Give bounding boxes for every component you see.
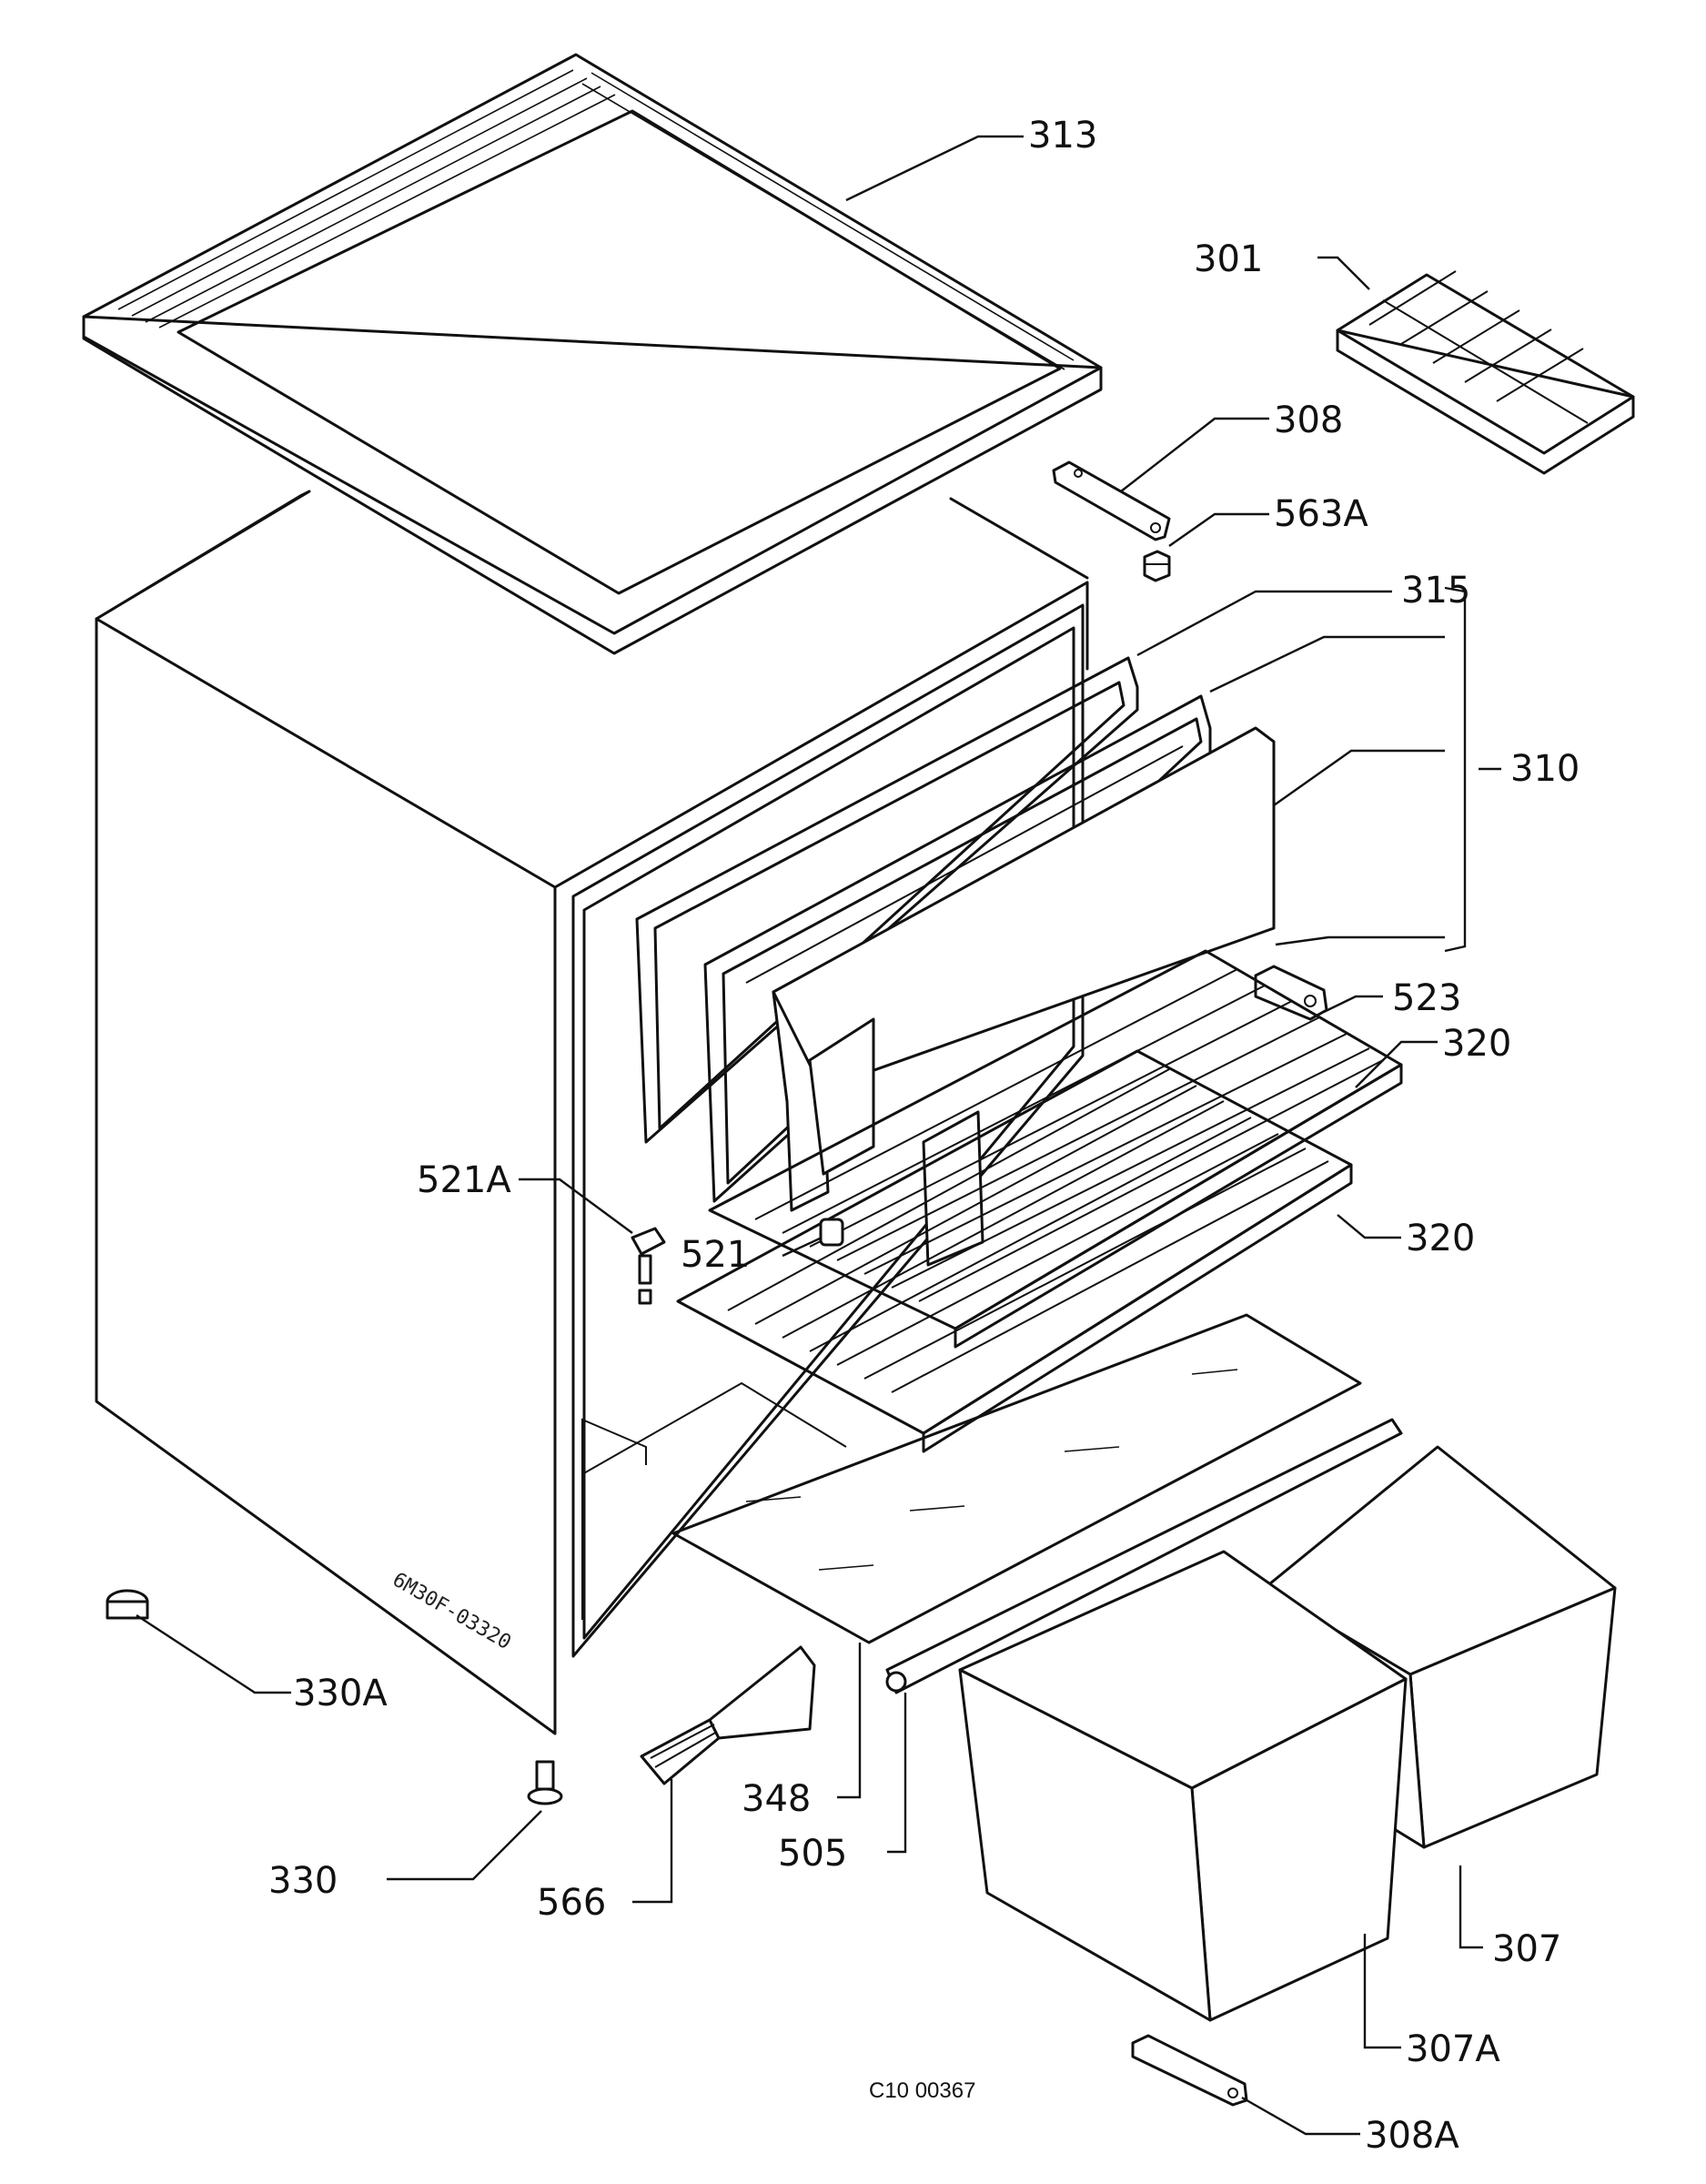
callout-523: 523	[1392, 977, 1461, 1019]
callout-labels: 313 301 308 563A 315 310 523 320 320 521…	[268, 115, 1580, 2157]
callout-308: 308	[1274, 399, 1343, 441]
bolt-563A	[1143, 550, 1171, 582]
cabinet-body: 6M30F-03320	[95, 490, 1089, 1735]
callout-307: 307	[1492, 1928, 1561, 1970]
callout-566: 566	[537, 1882, 606, 1924]
foot-330A	[106, 1589, 149, 1620]
clip-521	[819, 1218, 844, 1247]
crisper-drawer-307A	[958, 1550, 1408, 2022]
callout-563A: 563A	[1274, 493, 1368, 535]
callout-307A: 307A	[1406, 2028, 1500, 2070]
hinge-308	[1052, 460, 1171, 541]
callout-348: 348	[742, 1778, 811, 1820]
clip-521A	[631, 1227, 666, 1305]
callout-308A: 308A	[1365, 2115, 1459, 2157]
shelf-trim-505	[885, 1418, 1403, 1694]
hinge-308A	[1131, 2034, 1248, 2107]
svg-text:6M30F-03320: 6M30F-03320	[389, 1569, 515, 1655]
glass-shelf-348	[671, 1313, 1362, 1644]
callout-505: 505	[778, 1833, 847, 1875]
shelf-320-lower	[676, 1049, 1353, 1453]
callout-521A: 521A	[417, 1159, 511, 1201]
latch-523	[1254, 965, 1328, 1021]
callout-310: 310	[1510, 748, 1580, 790]
callout-521: 521	[681, 1234, 750, 1276]
callout-315: 315	[1401, 570, 1470, 612]
callout-320-upper: 320	[1442, 1023, 1511, 1065]
ice-tray-301	[1336, 270, 1635, 475]
door-inner-panel-310	[703, 694, 1212, 1203]
callout-301: 301	[1194, 238, 1263, 280]
drawing-code: C10 00367	[869, 2078, 975, 2103]
callout-330A: 330A	[293, 1673, 388, 1714]
scraper-566	[640, 1645, 816, 1785]
callout-330: 330	[268, 1860, 338, 1902]
cabinet-stamp: 6M30F-03320	[389, 1569, 515, 1655]
callout-313: 313	[1028, 115, 1097, 157]
callout-320-lower: 320	[1406, 1218, 1475, 1259]
door-gasket-315	[635, 656, 1139, 1144]
foot-330	[527, 1760, 563, 1805]
worktop-313	[82, 53, 1103, 655]
bracket-310	[1444, 586, 1467, 953]
leader-lines	[136, 135, 1501, 2136]
